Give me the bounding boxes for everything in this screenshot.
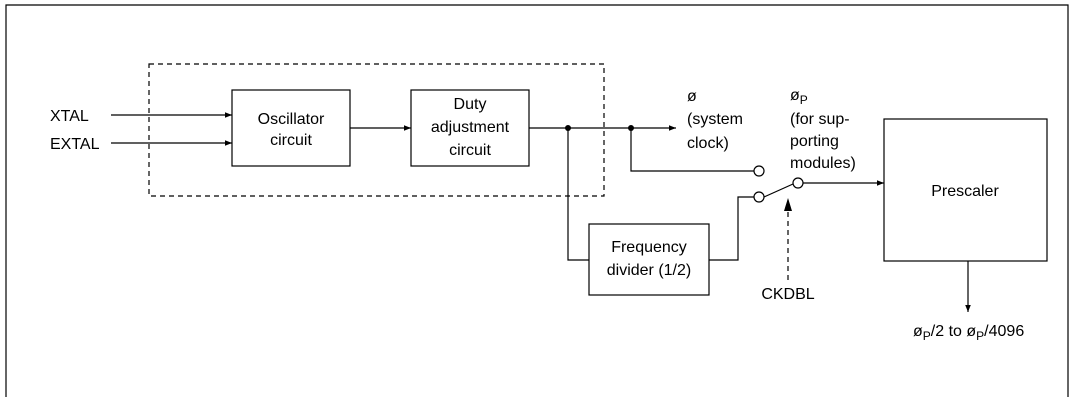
ckdbl-arrowhead xyxy=(784,198,792,211)
switch-contact-lower xyxy=(753,191,765,203)
prescaler-output-label: øP/2 to øP/4096 xyxy=(913,323,1024,343)
duty-label-line1: Duty xyxy=(454,96,487,113)
peripheral-clock-label-line1: (for sup- xyxy=(790,111,850,128)
switch-common-contact xyxy=(792,177,804,189)
extal-label: EXTAL xyxy=(50,136,100,153)
clock-source-boundary xyxy=(148,63,605,197)
peripheral-clock-symbol: øP xyxy=(790,87,808,107)
frequency-divider-block xyxy=(588,223,710,296)
switch-contact-upper xyxy=(753,165,765,177)
frame-border xyxy=(5,4,1069,397)
peripheral-clock-label-line2: porting xyxy=(790,133,839,150)
oscillator-label-line1: Oscillator xyxy=(258,111,325,128)
divider-input-wire xyxy=(567,128,589,261)
peripheral-clock-label-line3: modules) xyxy=(790,155,856,172)
oscillator-circuit-block xyxy=(231,89,351,167)
divider-label-line1: Frequency xyxy=(611,239,687,256)
prescaler-block xyxy=(883,118,1048,262)
duty-adjustment-block xyxy=(410,89,530,167)
ckdbl-label: CKDBL xyxy=(761,286,814,303)
system-clock-label-line2: clock) xyxy=(687,135,729,152)
direct-clock-wire xyxy=(630,128,754,172)
system-clock-symbol: ø xyxy=(687,88,697,105)
switch-lever xyxy=(763,183,794,198)
duty-label-line2: adjustment xyxy=(431,119,510,136)
prescaler-label: Prescaler xyxy=(931,183,999,200)
divider-output-wire xyxy=(709,196,754,261)
oscillator-label-line2: circuit xyxy=(270,132,312,149)
xtal-label: XTAL xyxy=(50,108,89,125)
duty-label-line3: circuit xyxy=(449,142,491,159)
system-clock-label-line1: (system xyxy=(687,111,743,128)
divider-label-line2: divider (1/2) xyxy=(607,262,691,279)
